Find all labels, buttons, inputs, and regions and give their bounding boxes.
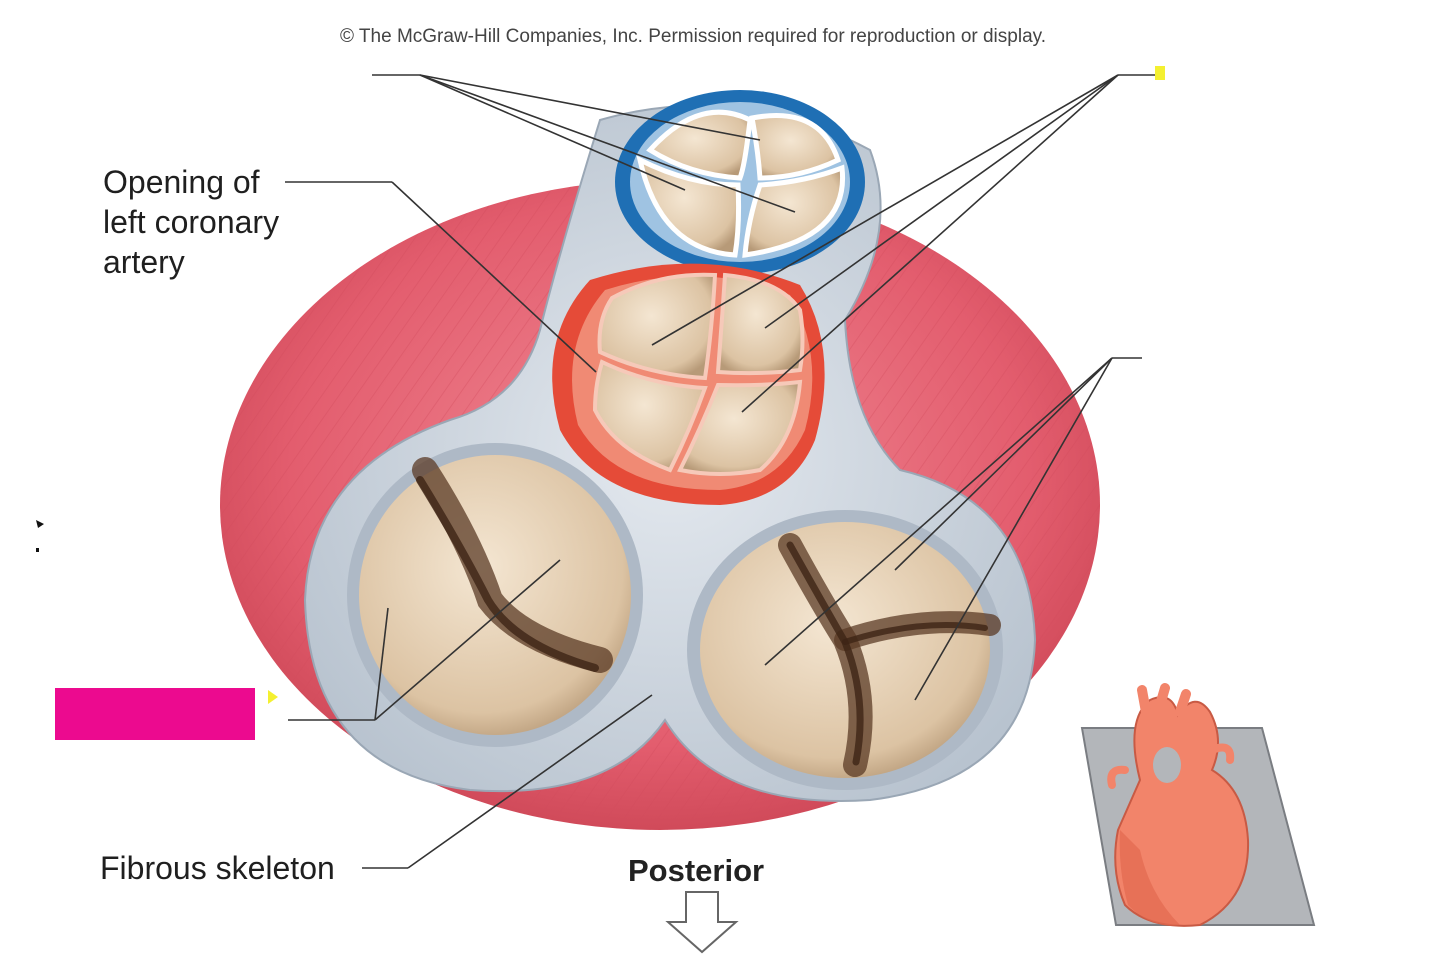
leader-lines [285,74,1165,869]
label-line: artery [103,244,185,280]
copyright-notice: © The McGraw-Hill Companies, Inc. Permis… [340,26,1047,47]
right-av-valve [687,510,1003,790]
posterior-arrow-icon [665,891,739,954]
left-av-valve [347,443,643,747]
label-line: Opening of [103,164,260,200]
yellow-markers [268,66,1165,704]
stray-mark [36,520,44,552]
heart-orientation-inset [1080,683,1316,927]
pulmonary-valve [615,90,865,274]
label-fibrous-skeleton: Fibrous skeleton [100,850,335,886]
label-posterior: Posterior [628,853,765,888]
label-highlight-box [55,688,255,740]
aortic-valve [552,263,825,505]
label-line: left coronary [103,204,280,240]
label-opening-left-coronary-artery: Opening of left coronary artery [103,162,279,282]
background-shapes [0,20,1440,450]
